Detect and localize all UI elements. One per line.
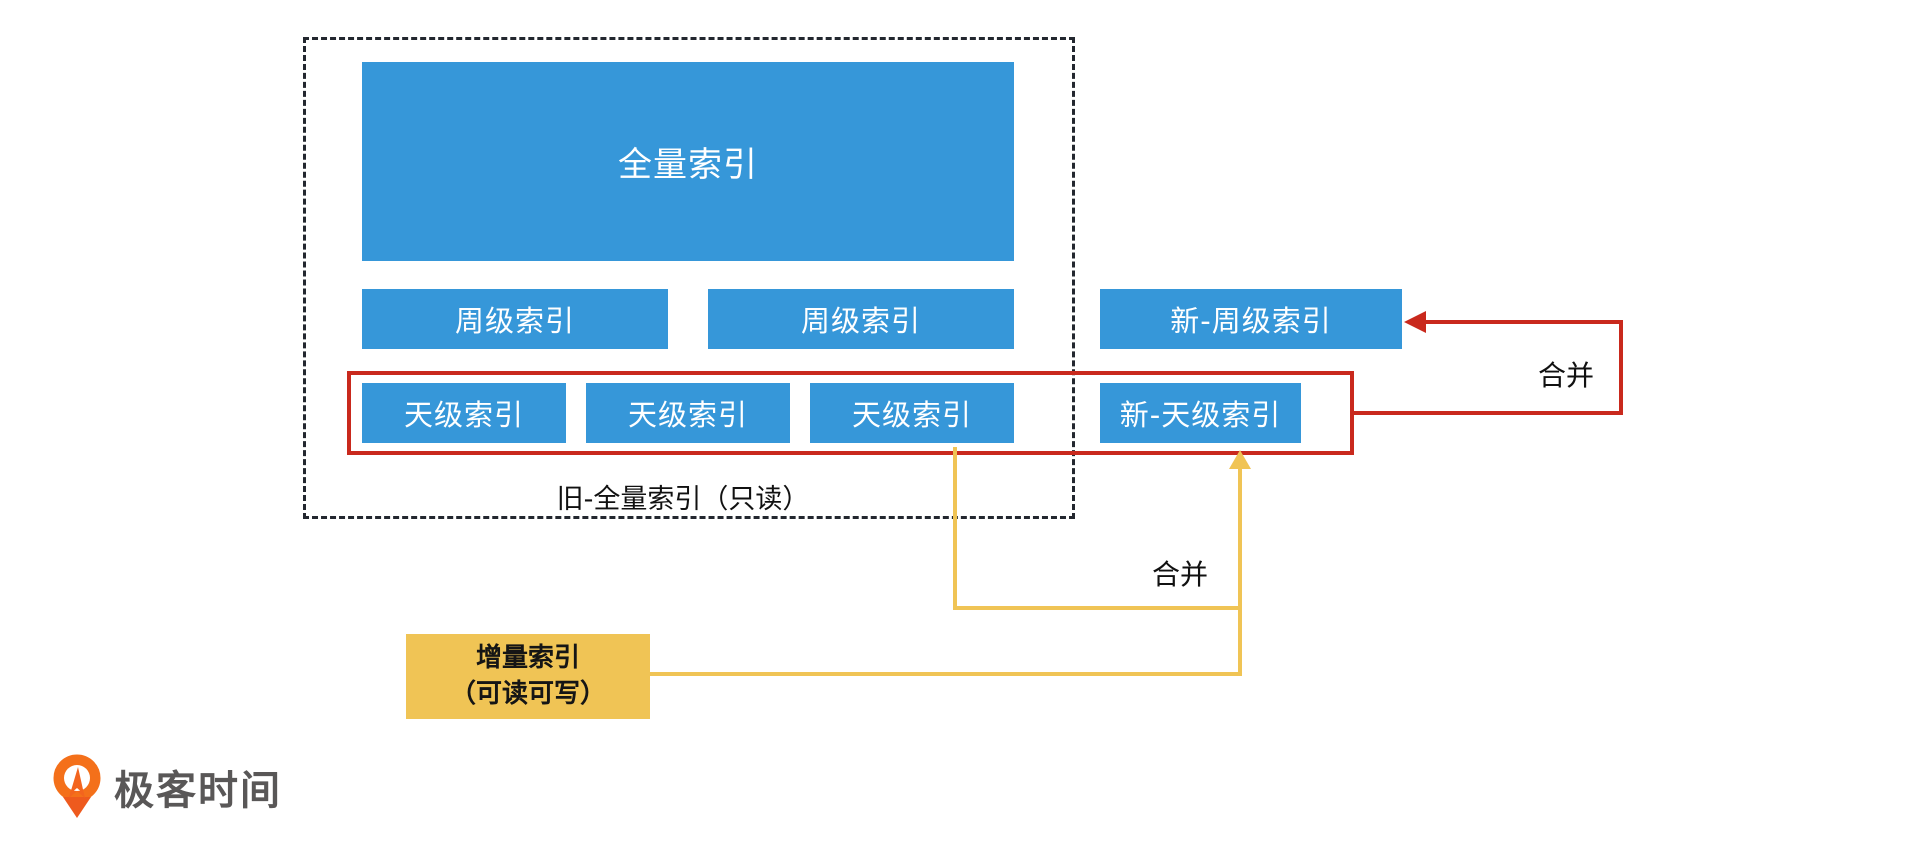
day-index-label: 天级索引 xyxy=(851,398,972,432)
old-full-index-caption: 旧-全量索引（只读） xyxy=(556,484,810,515)
new-day-index-box: 新-天级索引 xyxy=(1100,383,1301,443)
yellow-arrow-vertical-segment xyxy=(1238,466,1242,676)
geektime-logo-icon xyxy=(52,752,102,822)
brand-name: 极客时间 xyxy=(114,768,282,814)
day-index-box-1: 天级索引 xyxy=(362,383,566,443)
incremental-index-line2: （可读可写） xyxy=(449,678,606,709)
new-week-index-label: 新-周级索引 xyxy=(1170,304,1332,338)
day-index-box-3: 天级索引 xyxy=(810,383,1014,443)
new-week-index-box: 新-周级索引 xyxy=(1100,289,1402,349)
merge-label-yellow: 合并 xyxy=(1152,558,1209,591)
yellow-line-from-day-row xyxy=(953,447,957,610)
brand-logo: 极客时间 xyxy=(52,752,282,822)
day-index-box-2: 天级索引 xyxy=(586,383,790,443)
incremental-index-box: 增量索引 （可读可写） xyxy=(406,634,650,719)
new-day-index-label: 新-天级索引 xyxy=(1119,398,1282,432)
week-index-label: 周级索引 xyxy=(800,304,921,338)
full-index-label: 全量索引 xyxy=(618,145,758,185)
day-index-label: 天级索引 xyxy=(627,398,748,432)
incremental-index-line1: 增量索引 xyxy=(475,643,580,674)
week-index-label: 周级索引 xyxy=(454,304,575,338)
day-level-highlight-rect xyxy=(347,371,1354,455)
yellow-line-from-incremental-box xyxy=(650,672,1242,676)
week-index-box-2: 周级索引 xyxy=(708,289,1014,349)
full-index-box: 全量索引 xyxy=(362,62,1014,261)
yellow-line-horizontal-upper xyxy=(953,606,1242,610)
red-arrowhead-icon xyxy=(1404,311,1426,333)
red-arrow-top-segment xyxy=(1424,320,1623,324)
merge-label-red: 合并 xyxy=(1538,359,1595,392)
week-index-box-1: 周级索引 xyxy=(362,289,668,349)
day-index-label: 天级索引 xyxy=(403,398,524,432)
old-full-index-group-frame xyxy=(303,37,1075,519)
red-arrow-bottom-segment xyxy=(1350,411,1623,415)
red-arrow-vertical-segment xyxy=(1619,320,1623,415)
yellow-arrowhead-icon xyxy=(1229,450,1251,469)
